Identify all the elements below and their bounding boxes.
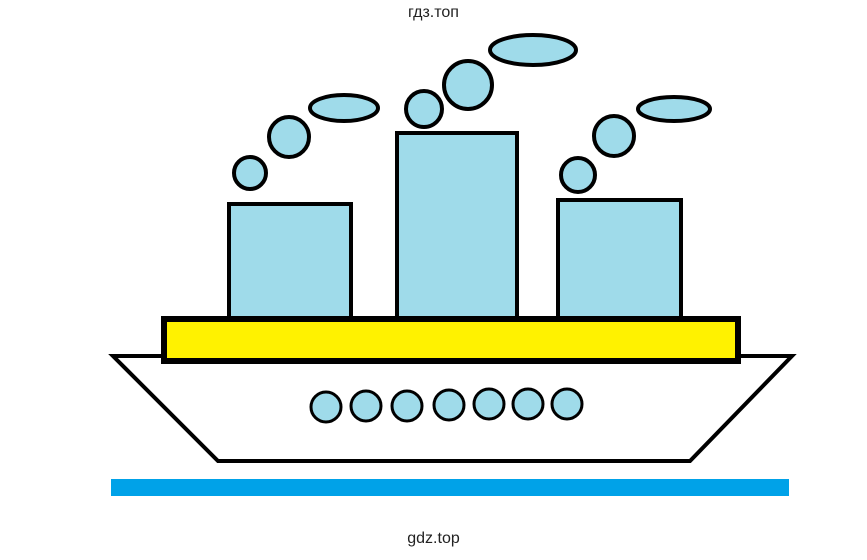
porthole xyxy=(511,387,545,421)
funnel-middle xyxy=(395,131,519,322)
smoke-puff xyxy=(636,95,712,123)
smoke-puff xyxy=(592,114,636,158)
funnel-right xyxy=(556,198,683,322)
smoke-puff xyxy=(267,115,311,159)
smoke-puff xyxy=(308,93,380,123)
smoke-puff xyxy=(442,59,494,111)
funnel-left xyxy=(227,202,353,322)
smoke-left xyxy=(232,93,380,191)
porthole xyxy=(349,389,383,423)
porthole xyxy=(390,389,424,423)
smoke-puff xyxy=(232,155,268,191)
smoke-puff xyxy=(488,33,578,67)
porthole xyxy=(472,387,506,421)
porthole xyxy=(432,388,466,422)
smoke-puff xyxy=(559,156,597,194)
porthole xyxy=(309,390,343,424)
water-line xyxy=(111,479,789,496)
ship-deck xyxy=(161,316,741,364)
smoke-right xyxy=(559,95,712,194)
portholes xyxy=(309,387,584,424)
smoke-middle xyxy=(404,33,578,129)
porthole xyxy=(550,387,584,421)
smoke-puff xyxy=(404,89,444,129)
watermark-top: гдз.топ xyxy=(408,4,459,21)
watermark-bottom: gdz.top xyxy=(407,530,460,547)
